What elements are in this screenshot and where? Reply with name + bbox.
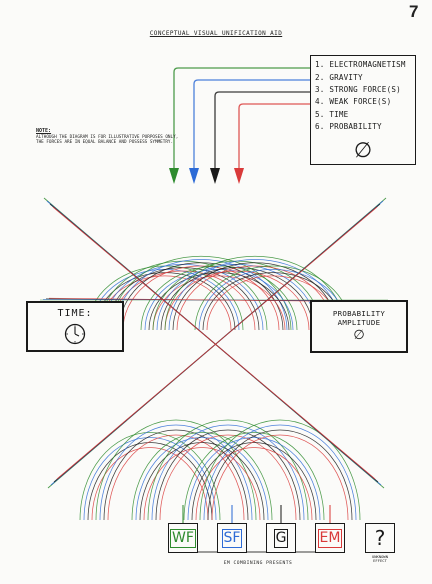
electromagnetism-lower-arch	[195, 447, 313, 521]
time-box: TIME:	[26, 301, 124, 352]
strong-force-lower-arch	[151, 424, 305, 521]
strong-force-lower-arch	[187, 437, 321, 521]
legend-item-weak-force: 4. WEAK FORCE(S)	[315, 97, 392, 106]
probability-amplitude-box: PROBABILITY AMPLITUDE ∅	[310, 300, 408, 353]
electromagnetism-arch	[164, 270, 310, 331]
weak-force-lower-arch	[131, 432, 273, 521]
time-label: TIME:	[57, 308, 93, 319]
electromagnetism-box-label: EM	[317, 528, 343, 548]
gravity-lower-arch	[139, 442, 265, 521]
gravity-lower-arch	[103, 429, 249, 521]
probability-amplitude-label: PROBABILITY AMPLITUDE	[332, 309, 386, 327]
legend-item-electromagnetism: 1. ELECTROMAGNETISM	[315, 60, 406, 69]
unknown-effect-box-label: ?	[374, 525, 386, 550]
strong-force-lower-arch	[99, 424, 253, 521]
gravity-arrow-icon	[210, 168, 220, 184]
electromagnetism-arch	[122, 265, 280, 331]
gravity-lower-arch	[155, 429, 301, 521]
weak-force-feed-line	[173, 67, 312, 172]
weak-force-lower-arch	[183, 432, 325, 521]
legend-box: 1. ELECTROMAGNETISM 2. GRAVITY 3. STRONG…	[310, 55, 416, 165]
weak-force-box: WF	[168, 523, 198, 553]
electromagnetism-lower-arch	[159, 434, 297, 521]
legend-item-probability: 6. PROBABILITY	[315, 122, 382, 131]
bottom-caption: EM COMBINING PRESENTS	[223, 561, 293, 566]
electromagnetism-diagonal	[56, 206, 378, 480]
electromagnetism-lower-arch	[91, 447, 209, 521]
electromagnetism-arch	[152, 275, 286, 331]
strong-force-feed-line	[193, 79, 312, 172]
legend-item-time: 5. TIME	[315, 110, 349, 119]
gravity-lower-arch	[191, 442, 317, 521]
weak-force-box-label: WF	[170, 528, 196, 548]
note-text: NOTE: ALTHOUGH THE DIAGRAM IS FOR ILLUST…	[36, 128, 184, 146]
unknown-effect-caption: UNKNOWN EFFECT	[371, 554, 388, 564]
strong-force-lower-arch	[83, 437, 217, 521]
unknown-effect-box: ?	[365, 523, 395, 553]
strong-force-lower-arch	[203, 424, 357, 521]
electromagnetism-box: EM	[315, 523, 345, 553]
electromagnetism-lower-arch	[143, 447, 261, 521]
clock-icon	[64, 323, 86, 345]
gravity-lower-arch	[207, 429, 353, 521]
gravity-feed-line	[214, 91, 312, 172]
weak-force-arrow-icon	[169, 168, 179, 184]
gravity-lower-arch	[87, 442, 213, 521]
electromagnetism-diagonal	[52, 206, 376, 480]
electromagnetism-feed-line	[238, 103, 312, 172]
empty-set-symbol: ∅	[353, 138, 373, 162]
note-heading: NOTE:	[36, 128, 52, 134]
gravity-box-label: G	[273, 528, 289, 548]
electromagnetism-lower-arch	[211, 434, 349, 521]
strong-force-lower-arch	[135, 437, 269, 521]
note-body: ALTHOUGH THE DIAGRAM IS FOR ILLUSTRATIVE…	[36, 134, 179, 146]
electromagnetism-lower-arch	[107, 434, 245, 521]
diagram-title: CONCEPTUAL VISUAL UNIFICATION AID	[149, 30, 283, 37]
legend-item-gravity: 2. GRAVITY	[315, 73, 363, 82]
strong-force-box-label: SF	[221, 528, 243, 548]
legend-item-strong-force: 3. STRONG FORCE(S)	[315, 85, 401, 94]
strong-force-box: SF	[217, 523, 247, 553]
strong-force-arrow-icon	[189, 168, 199, 184]
probability-empty-set-symbol: ∅	[353, 328, 365, 343]
weak-force-lower-arch	[199, 419, 361, 521]
weak-force-lower-arch	[79, 432, 221, 521]
electromagnetism-arrow-icon	[234, 168, 244, 184]
gravity-box: G	[266, 523, 296, 553]
page-number: 7	[409, 2, 419, 21]
